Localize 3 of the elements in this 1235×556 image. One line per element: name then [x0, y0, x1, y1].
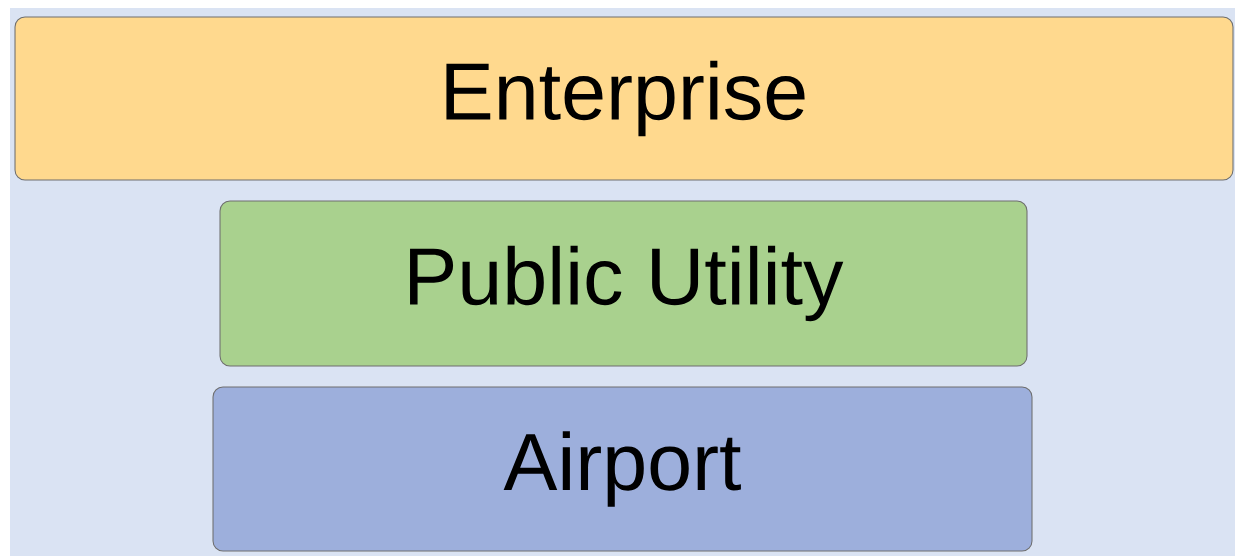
layer-box: Airport	[212, 386, 1033, 552]
layer-box: Enterprise	[14, 16, 1234, 181]
layer-box: Public Utility	[219, 200, 1028, 367]
